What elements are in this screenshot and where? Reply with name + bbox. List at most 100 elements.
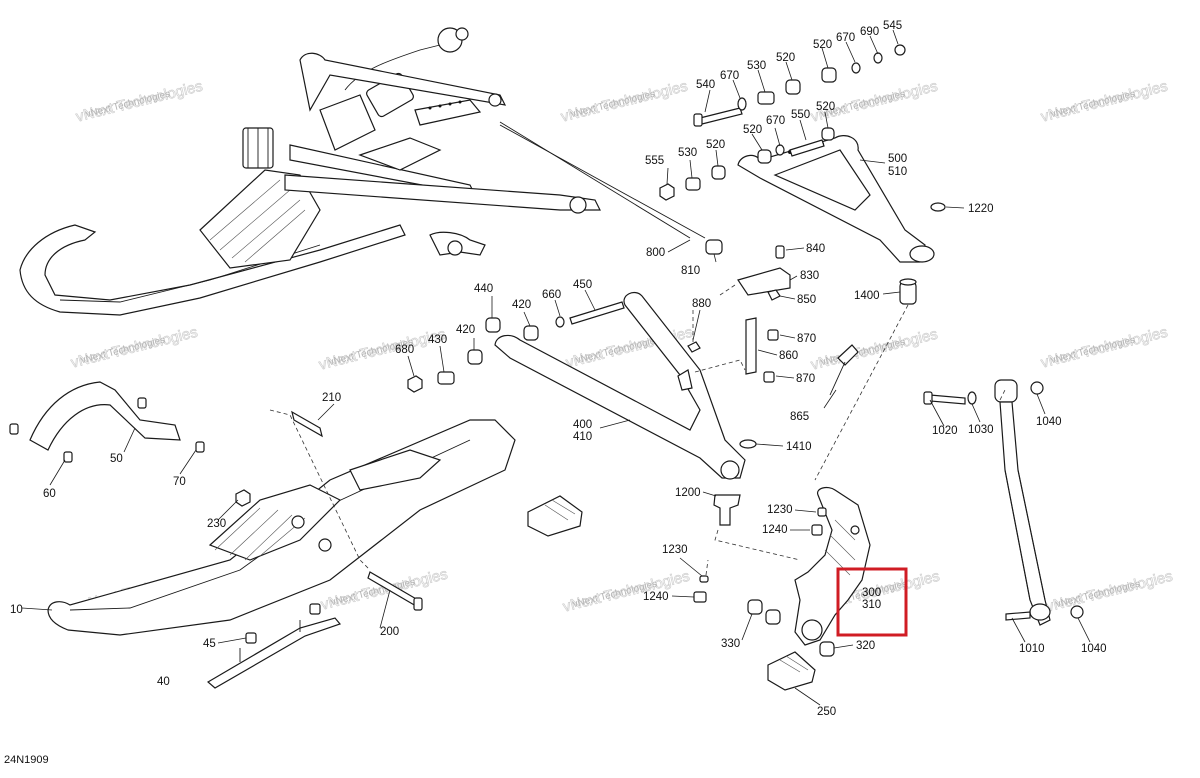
callout-1040b[interactable]: 1040 [1081,643,1107,655]
callout-540[interactable]: 540 [696,79,715,91]
callout-230[interactable]: 230 [207,518,226,530]
spindle-exploded [693,486,871,691]
callout-1230b[interactable]: 1230 [662,544,688,556]
callout-250[interactable]: 250 [817,706,836,718]
ski-tip-block [349,449,442,491]
bolt-1020 [929,394,966,405]
wear-block-loose [527,495,583,537]
block-250 [767,651,816,691]
callout-1200[interactable]: 1200 [675,487,701,499]
watermark: vNext Technologies vNext Technologies [809,325,940,374]
stabilizer-links [687,245,859,396]
callout-1410[interactable]: 1410 [786,441,812,453]
callout-545[interactable]: 545 [883,20,902,32]
callout-1230[interactable]: 1230 [767,504,793,516]
callout-1240[interactable]: 1240 [762,524,788,536]
callout-865[interactable]: 865 [790,411,809,423]
spindle-cap-lines [247,128,269,168]
callout-860[interactable]: 860 [779,350,798,362]
callout-500[interactable]: 500 [888,153,907,165]
callout-60[interactable]: 60 [43,488,56,500]
callout-1240b[interactable]: 1240 [643,591,669,603]
assembled-lower-a-arm [284,174,601,211]
highlight-box [836,567,908,637]
callout-520-top[interactable]: 520 [813,39,832,51]
callout-10[interactable]: 10 [10,604,23,616]
callout-320[interactable]: 320 [856,640,875,652]
bolt-1020-head [923,391,933,405]
bracket-830 [737,267,791,296]
washer-670 [737,97,747,111]
nut-1040b [1070,605,1084,619]
callout-410[interactable]: 410 [573,431,592,443]
callout-520b[interactable]: 520 [706,139,725,151]
callout-670-top[interactable]: 670 [836,32,855,44]
ski-bolt-hole [291,515,305,529]
bushing-810 [705,239,723,255]
assembled-upper-a-arm [299,52,507,112]
watermark: vNext Technologies vNext Technologies [69,323,200,372]
callout-1400[interactable]: 1400 [854,290,880,302]
callout-1020[interactable]: 1020 [932,425,958,437]
callout-520c[interactable]: 520 [743,124,762,136]
bolt-540 [699,107,743,125]
callout-880[interactable]: 880 [692,298,711,310]
bolt-840 [775,245,785,259]
ski-exploded [47,410,516,689]
bolt-60-top [9,423,19,435]
callout-1010[interactable]: 1010 [1019,643,1045,655]
callout-1040[interactable]: 1040 [1036,416,1062,428]
callout-40[interactable]: 40 [157,676,170,688]
callout-210[interactable]: 210 [322,392,341,404]
callout-70[interactable]: 70 [173,476,186,488]
callout-430[interactable]: 430 [428,334,447,346]
bolt-540-head [693,113,703,127]
link-860 [745,317,757,375]
callout-1030[interactable]: 1030 [968,424,994,436]
bushing-520b [711,165,726,180]
callout-690[interactable]: 690 [860,26,879,38]
callout-660[interactable]: 660 [542,289,561,301]
callout-50[interactable]: 50 [110,453,123,465]
callout-840[interactable]: 840 [806,243,825,255]
callout-520[interactable]: 520 [776,52,795,64]
callout-300[interactable]: 300 [862,587,881,599]
callout-670[interactable]: 670 [720,70,739,82]
callout-520d[interactable]: 520 [816,101,835,113]
callout-555[interactable]: 555 [645,155,664,167]
callout-45[interactable]: 45 [203,638,216,650]
washer-1230b [699,575,709,583]
callout-870[interactable]: 870 [797,333,816,345]
nut-1040 [1030,381,1044,395]
callout-330[interactable]: 330 [721,638,740,650]
washer-1030 [967,391,977,405]
callout-510[interactable]: 510 [888,166,907,178]
callout-530[interactable]: 530 [747,60,766,72]
callout-440[interactable]: 440 [474,283,493,295]
callout-850[interactable]: 850 [797,294,816,306]
callout-810[interactable]: 810 [681,265,700,277]
bolt-1010 [1005,611,1031,621]
callout-800[interactable]: 800 [646,247,665,259]
callout-830[interactable]: 830 [800,270,819,282]
callout-670b[interactable]: 670 [766,115,785,127]
callout-1220[interactable]: 1220 [968,203,994,215]
callout-680[interactable]: 680 [395,344,414,356]
watermark: vNext Technologies vNext Technologies [1039,323,1170,372]
bolt-60 [63,451,73,463]
callout-420b[interactable]: 420 [456,324,475,336]
callout-550[interactable]: 550 [791,109,810,121]
callout-400[interactable]: 400 [573,419,592,431]
callout-450[interactable]: 450 [573,279,592,291]
nut-1230 [817,507,827,517]
arm-bushing [447,240,463,256]
lower-arm-tab [677,369,693,391]
washer-670-top [851,62,861,74]
callout-870b[interactable]: 870 [796,373,815,385]
assembled-suspension [19,27,691,316]
callout-310[interactable]: 310 [862,599,881,611]
callout-200[interactable]: 200 [380,626,399,638]
callout-420[interactable]: 420 [512,299,531,311]
callout-530b[interactable]: 530 [678,147,697,159]
